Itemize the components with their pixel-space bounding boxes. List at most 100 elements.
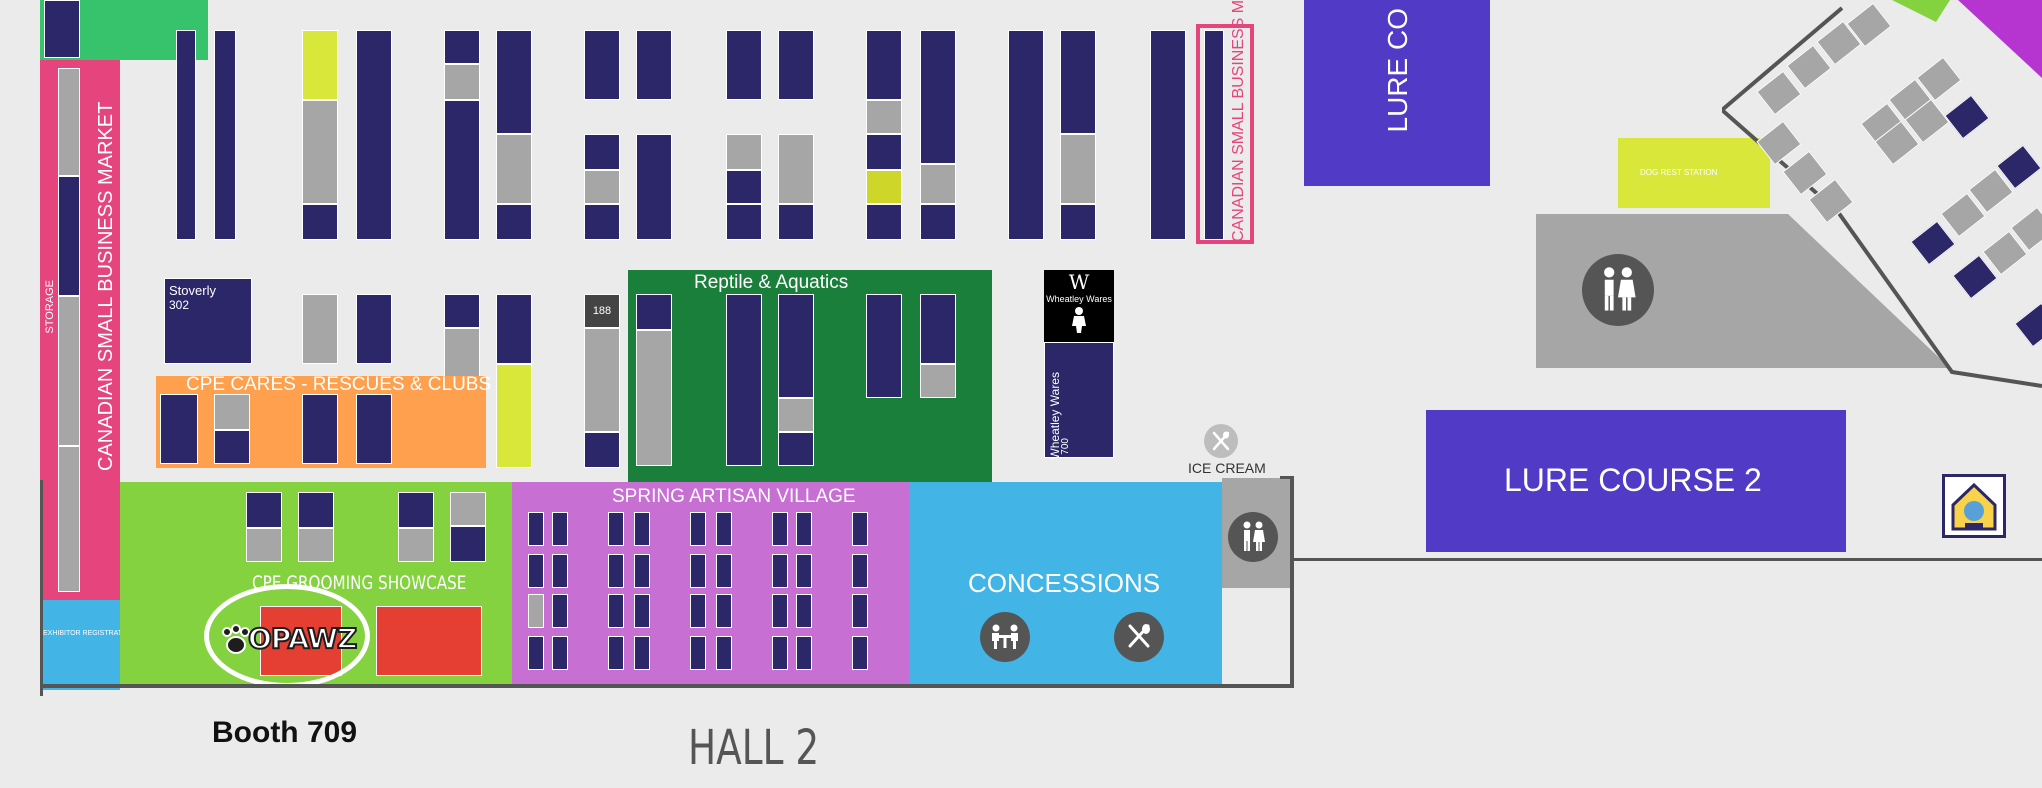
booth[interactable] <box>772 636 788 670</box>
booth[interactable] <box>772 594 788 628</box>
booth[interactable] <box>716 554 732 588</box>
booth[interactable] <box>584 30 620 100</box>
booth[interactable] <box>716 512 732 546</box>
booth[interactable] <box>636 134 672 240</box>
booth[interactable] <box>690 636 706 670</box>
booth[interactable] <box>636 30 672 100</box>
booth[interactable] <box>398 528 434 562</box>
booth[interactable] <box>608 512 624 546</box>
booth[interactable] <box>778 432 814 466</box>
booth[interactable] <box>634 512 650 546</box>
booth[interactable] <box>356 30 392 240</box>
booth[interactable] <box>726 294 762 466</box>
booth[interactable] <box>920 204 956 240</box>
booth[interactable] <box>376 606 482 676</box>
booth[interactable] <box>636 330 672 466</box>
booth[interactable] <box>716 594 732 628</box>
booth[interactable] <box>450 526 486 562</box>
booth[interactable] <box>44 0 80 58</box>
booth[interactable] <box>552 512 568 546</box>
booth[interactable] <box>528 512 544 546</box>
booth[interactable] <box>796 554 812 588</box>
booth[interactable] <box>852 636 868 670</box>
booth[interactable] <box>608 594 624 628</box>
booth[interactable] <box>584 432 620 468</box>
booth[interactable] <box>726 170 762 204</box>
booth[interactable] <box>444 294 480 328</box>
booth[interactable] <box>58 68 80 176</box>
booth[interactable] <box>496 204 532 240</box>
booth[interactable] <box>160 394 198 464</box>
booth[interactable] <box>1060 204 1096 240</box>
booth[interactable] <box>444 64 480 100</box>
booth-wheatley-wares[interactable] <box>1044 342 1114 458</box>
booth[interactable] <box>866 100 902 134</box>
booth[interactable] <box>214 430 250 464</box>
booth[interactable] <box>608 554 624 588</box>
booth[interactable] <box>356 394 392 464</box>
booth[interactable] <box>778 134 814 204</box>
booth[interactable] <box>214 394 250 430</box>
booth[interactable] <box>866 134 902 170</box>
booth[interactable] <box>298 492 334 528</box>
booth[interactable] <box>496 30 532 134</box>
booth[interactable] <box>772 554 788 588</box>
booth[interactable] <box>920 30 956 164</box>
booth[interactable] <box>778 398 814 432</box>
booth[interactable] <box>778 30 814 100</box>
booth[interactable] <box>584 134 620 170</box>
booth[interactable] <box>1060 30 1096 134</box>
booth[interactable] <box>302 394 338 464</box>
booth-stoverly[interactable]: Stoverly 302 <box>164 278 252 364</box>
booth[interactable] <box>866 30 902 100</box>
booth[interactable] <box>634 594 650 628</box>
booth[interactable] <box>552 636 568 670</box>
booth[interactable] <box>584 204 620 240</box>
booth[interactable] <box>608 636 624 670</box>
booth[interactable] <box>920 294 956 364</box>
booth[interactable] <box>584 170 620 204</box>
booth[interactable] <box>58 296 80 446</box>
booth[interactable] <box>584 328 620 432</box>
booth[interactable] <box>778 204 814 240</box>
booth[interactable] <box>246 528 282 562</box>
booth[interactable] <box>298 528 334 562</box>
booth[interactable] <box>302 204 338 240</box>
booth[interactable] <box>1150 30 1186 240</box>
booth[interactable] <box>852 594 868 628</box>
booth[interactable] <box>920 164 956 204</box>
booth[interactable] <box>690 512 706 546</box>
booth[interactable] <box>214 30 236 240</box>
booth[interactable] <box>726 30 762 100</box>
booth[interactable] <box>444 30 480 64</box>
lure-course-2[interactable] <box>1426 410 1846 552</box>
booth[interactable] <box>866 204 902 240</box>
booth[interactable] <box>496 294 532 364</box>
booth[interactable] <box>356 294 392 364</box>
booth[interactable] <box>690 594 706 628</box>
booth[interactable] <box>302 100 338 204</box>
booth-188[interactable]: 188 <box>584 294 620 328</box>
booth[interactable] <box>302 294 338 364</box>
booth[interactable] <box>634 636 650 670</box>
booth[interactable] <box>772 512 788 546</box>
booth[interactable] <box>796 636 812 670</box>
booth[interactable] <box>552 594 568 628</box>
booth[interactable] <box>866 294 902 398</box>
exhibitor-registration-zone[interactable] <box>40 600 120 690</box>
booth[interactable] <box>1204 30 1224 240</box>
booth[interactable] <box>866 170 902 204</box>
booth[interactable] <box>920 364 956 398</box>
dog-rest-station[interactable] <box>1618 138 1770 208</box>
booth[interactable] <box>398 492 434 528</box>
booth[interactable] <box>778 294 814 398</box>
booth[interactable] <box>528 636 544 670</box>
booth[interactable] <box>796 512 812 546</box>
booth[interactable] <box>726 204 762 240</box>
booth[interactable] <box>246 492 282 528</box>
booth[interactable] <box>450 492 486 526</box>
lure-course-1[interactable] <box>1304 0 1490 186</box>
booth[interactable] <box>1060 134 1096 204</box>
booth[interactable] <box>726 134 762 170</box>
booth[interactable] <box>528 594 544 628</box>
